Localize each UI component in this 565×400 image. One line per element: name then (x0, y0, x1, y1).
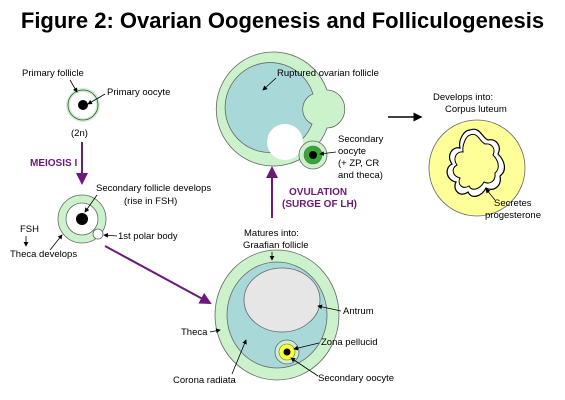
secondary-follicle-label-2: (rise in FSH) (124, 196, 177, 207)
primary-follicle (66, 88, 100, 122)
develops-into-label-1: Develops into: (433, 92, 493, 103)
develops-into-label-2: Corpus luteum (445, 104, 507, 115)
polar-body-label: 1st polar body (118, 231, 178, 242)
secretes-label-1: Secretes (494, 198, 532, 209)
ruptured-follicle-label: Ruptured ovarian follicle (277, 68, 379, 79)
ovulation-label-2: (SURGE OF LH) (282, 199, 357, 210)
theca-label: Theca (181, 327, 208, 338)
meiosis-label: MEIOSIS I (30, 158, 77, 169)
zona-pellucid-label: Zona pellucid (321, 337, 378, 348)
ovulation-label-1: OVULATION (289, 187, 347, 198)
antrum-label: Antrum (343, 306, 374, 317)
theca-develops-label: Theca develops (10, 249, 77, 260)
released-oocyte-label-3: (+ ZP, CR (338, 158, 379, 169)
maturation-arrow (104, 245, 212, 304)
primary-follicle-label: Primary follicle (22, 68, 84, 79)
secretes-label-2: progesterone (485, 210, 541, 221)
fsh-label: FSH (20, 224, 39, 235)
released-oocyte-label-4: and theca) (338, 170, 383, 181)
primary-oocyte-label: Primary oocyte (107, 87, 170, 98)
secondary-follicle-label-1: Secondary follicle develops (96, 183, 211, 194)
matures-into-label-2: Graafian follicle (243, 240, 308, 251)
ploidy-label: (2n) (71, 128, 88, 139)
secondary-follicle (57, 194, 107, 244)
released-oocyte-label-1: Secondary (338, 134, 384, 145)
ruptured-follicle (215, 51, 346, 167)
graafian-follicle (214, 249, 340, 381)
released-oocyte-label-2: oocyte (338, 146, 366, 157)
corpus-luteum (428, 119, 526, 217)
released-oocyte (298, 140, 328, 170)
matures-into-label-1: Matures into: (244, 228, 299, 239)
figure-title: Figure 2: Ovarian Oogenesis and Follicul… (20, 8, 545, 33)
secondary-oocyte-label: Secondary oocyte (318, 373, 394, 384)
corona-radiata-label: Corona radiata (173, 375, 237, 386)
